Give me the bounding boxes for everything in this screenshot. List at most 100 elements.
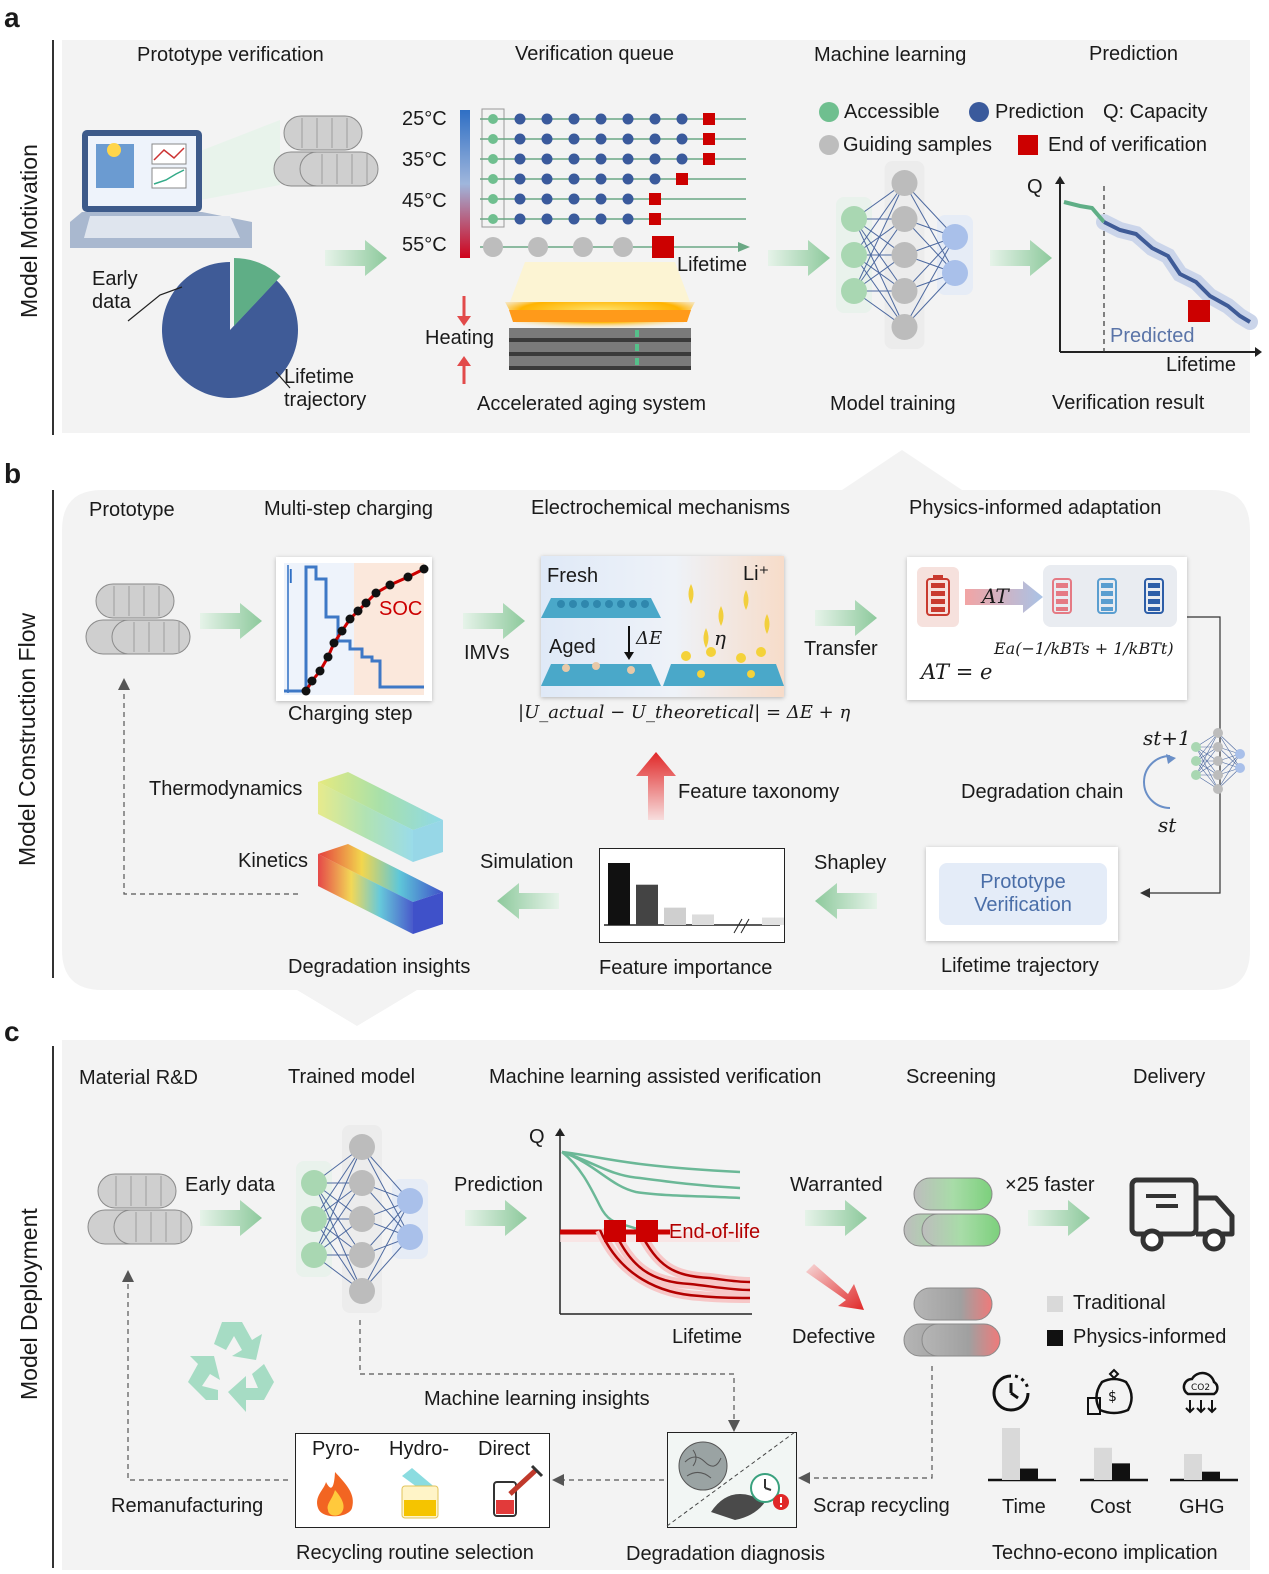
- nn-edge: [1195, 732, 1219, 776]
- fi-break-mark: [740, 918, 750, 934]
- warranted-label: Warranted: [790, 1174, 883, 1196]
- adaptation-formula-lhs: AT = e: [921, 660, 993, 684]
- te-bar-traditional: [1184, 1454, 1202, 1480]
- charging-step-caption: Charging step: [288, 703, 413, 725]
- nn-output-node: [942, 224, 968, 250]
- fi-bar: [692, 914, 714, 925]
- mech-aged-label: Aged: [549, 636, 596, 658]
- nn-input-node: [301, 1242, 327, 1268]
- flow-arrow-a3: [990, 240, 1052, 276]
- ml-verification-plot: [555, 1128, 752, 1315]
- panel-letter-a: a: [4, 2, 20, 33]
- queue-end-marker: [703, 153, 715, 165]
- legend-physics-swatch: [1047, 1330, 1063, 1346]
- flow-arrow-b2: [463, 603, 525, 639]
- feature-taxonomy-label: Feature taxonomy: [678, 781, 840, 803]
- trained-model-network: [296, 1125, 428, 1313]
- nn-edge: [313, 1182, 363, 1256]
- nn-hidden-node: [1213, 742, 1223, 752]
- queue-prediction-dot: [622, 213, 634, 225]
- degradation-diagnosis-illustration: [666, 1431, 796, 1527]
- queue-accessible-dot: [488, 194, 498, 204]
- te-bar-physics: [1202, 1471, 1220, 1480]
- queue-guiding-dot: [528, 237, 548, 257]
- header-material-rd: Material R&D: [79, 1067, 198, 1089]
- te-bar-traditional: [1094, 1447, 1112, 1480]
- nn-edge: [1217, 753, 1241, 790]
- remanufacturing-label: Remanufacturing: [111, 1495, 264, 1517]
- queue-prediction-dot: [649, 113, 661, 125]
- mech-equation: |U_actual − U_theoretical| = ΔE + η: [518, 702, 851, 723]
- temp-label-45: 45°C: [402, 190, 447, 212]
- charge-soc-point: [353, 606, 363, 616]
- accelerated-aging-system: [505, 262, 695, 370]
- legend-traditional-swatch: [1047, 1296, 1063, 1312]
- charge-soc-point: [403, 572, 413, 582]
- queue-prediction-dot: [568, 113, 580, 125]
- mech-li-label: Li⁺: [743, 563, 770, 585]
- header-ml-assisted-verification: Machine learning assisted verification: [489, 1066, 822, 1088]
- defective-cells: [903, 1287, 1001, 1357]
- plot-a-lifetime-label: Lifetime: [1166, 354, 1237, 376]
- nn-output-node: [397, 1224, 423, 1250]
- queue-prediction-dot: [676, 133, 688, 145]
- simulation-label: Simulation: [480, 851, 574, 873]
- ml-insights-label: Machine learning insights: [424, 1388, 650, 1410]
- plot-a-y-arrowhead: [1055, 176, 1065, 184]
- laptop-illustration: [70, 120, 280, 248]
- model-training-network: [836, 161, 973, 349]
- diagnosis-to-recycling-arrow: [552, 1474, 664, 1486]
- queue-guiding-dot: [573, 237, 593, 257]
- plot-c-eol-label: End-of-life: [669, 1221, 761, 1243]
- nn-input-node: [1191, 770, 1201, 780]
- recycling-pyro: Pyro-: [312, 1438, 360, 1460]
- remanufacturing-dashed-arrow: [122, 1270, 288, 1481]
- scrap-recycling-label: Scrap recycling: [813, 1495, 950, 1517]
- plot-c-eol-marker: [604, 1220, 626, 1242]
- charging-soc-label: SOC: [379, 598, 423, 620]
- queue-accessible-dot: [488, 134, 498, 144]
- nn-hidden-node: [349, 1242, 375, 1268]
- adaptation-connector: [1140, 616, 1221, 898]
- temperature-scale-bar: [460, 110, 470, 258]
- queue-prediction-dot: [649, 133, 661, 145]
- header-electrochemical-mechanisms: Electrochemical mechanisms: [531, 497, 790, 519]
- early-data-label: Early data: [185, 1174, 276, 1196]
- fi-break-mark: [733, 918, 743, 934]
- delivery-truck-icon: [1129, 1177, 1235, 1252]
- panel-letter-b: b: [4, 458, 22, 489]
- nn-input-node: [301, 1206, 327, 1232]
- temp-label-35: 35°C: [402, 149, 447, 171]
- adaptation-formula-exponent: Ea(−1/kBTs + 1/kBTt): [994, 639, 1174, 658]
- queue-prediction-dot: [541, 193, 553, 205]
- multi-step-charging-plot: [284, 563, 429, 696]
- queue-prediction-dot: [541, 153, 553, 165]
- flow-arrow-c4: [1028, 1200, 1090, 1236]
- queue-highlight-column: [481, 108, 505, 228]
- adaptation-at-label: AT: [982, 584, 1009, 608]
- defective-label: Defective: [792, 1326, 876, 1348]
- techno-econo-bar-chart: [988, 1428, 1238, 1482]
- legend-markers-a: [819, 102, 1038, 155]
- ghg-co2-text: CO2: [1191, 1383, 1210, 1393]
- plot-c-green-curve: [561, 1151, 641, 1232]
- header-prediction: Prediction: [1089, 43, 1178, 65]
- plot-a-end-marker: [1188, 300, 1210, 322]
- nn-hidden-node: [891, 242, 918, 268]
- cost-money-icon: $: [1087, 1368, 1133, 1415]
- plot-a-x-arrowhead: [1255, 347, 1262, 357]
- heating-arrows: [457, 296, 471, 384]
- header-prototype: Prototype: [89, 499, 175, 521]
- legend-end-of-verification: End of verification: [1048, 134, 1207, 156]
- header-delivery: Delivery: [1133, 1066, 1206, 1088]
- queue-prediction-dot: [649, 173, 661, 185]
- nn-edge: [361, 1200, 411, 1292]
- legend-capacity-note: Q: Capacity: [1103, 101, 1208, 123]
- queue-prediction-dot: [514, 213, 526, 225]
- panel-b-side-label: Model Construction Flow: [14, 612, 40, 866]
- nn-output-node: [397, 1188, 423, 1214]
- queue-prediction-dot: [568, 153, 580, 165]
- nn-edge: [313, 1146, 363, 1220]
- feedback-dashed-arrow-b: [118, 678, 298, 895]
- prototype-verification-text: Prototype Verification: [974, 871, 1072, 916]
